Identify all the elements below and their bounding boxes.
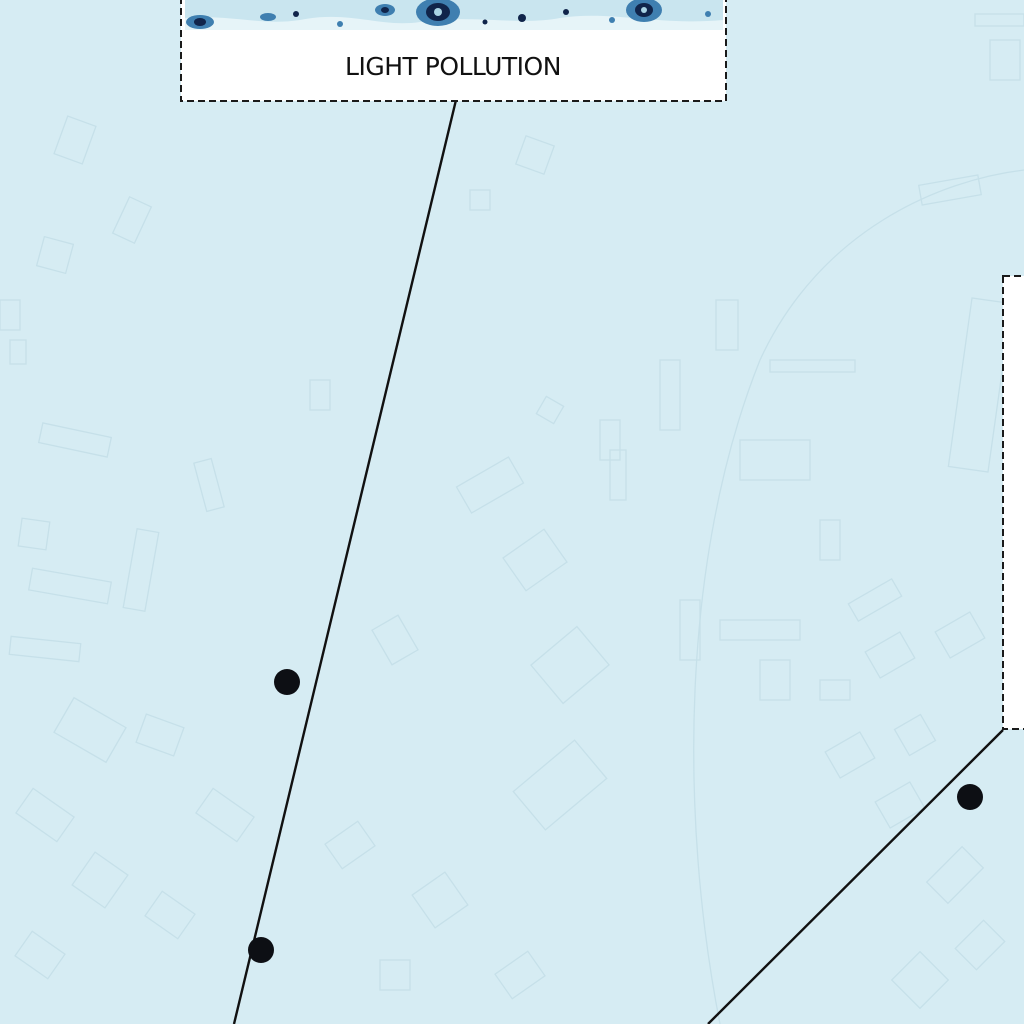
leader-line-light-pollution xyxy=(232,99,458,1024)
callout-light-pollution[interactable]: LIGHT POLLUTION xyxy=(180,0,727,102)
callout-label-bg xyxy=(185,30,723,99)
base-map-buildings xyxy=(0,13,1024,1024)
location-marker[interactable] xyxy=(957,784,983,810)
leader-line-right-callout xyxy=(707,729,1004,1024)
leader-lines xyxy=(232,99,1004,1024)
location-marker[interactable] xyxy=(274,669,300,695)
location-marker[interactable] xyxy=(248,937,274,963)
callout-label-light-pollution: LIGHT POLLUTION xyxy=(345,52,561,81)
callout-right[interactable] xyxy=(1002,275,1024,730)
ring-road xyxy=(693,169,1024,1024)
light-pollution-thumbnail xyxy=(185,0,723,30)
